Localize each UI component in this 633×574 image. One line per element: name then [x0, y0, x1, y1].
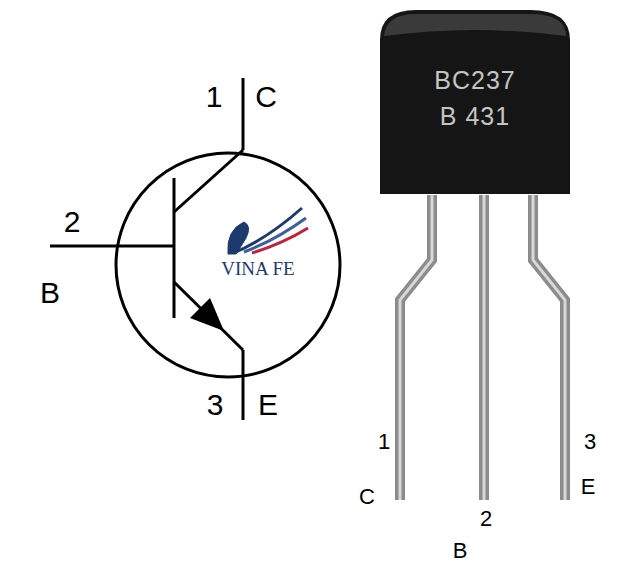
transistor-leads: [400, 195, 565, 500]
pin-label: 2: [64, 207, 81, 237]
pin-label: 1: [206, 82, 223, 112]
pin-label: C: [359, 486, 375, 508]
pin-label: E: [258, 390, 278, 420]
watermark-logo: [228, 208, 308, 254]
part-marking: B 431: [380, 104, 570, 129]
pin-label: 2: [480, 508, 492, 530]
npn-symbol: [50, 78, 340, 420]
pin-label: B: [40, 278, 60, 308]
pin-label: B: [453, 540, 468, 562]
pin-label: 3: [207, 390, 224, 420]
pin-label: 1: [378, 431, 390, 453]
pin-label: E: [581, 476, 596, 498]
transistor-package: BC237 B 431: [380, 6, 570, 198]
pin-label: C: [255, 82, 277, 112]
emitter-arrow: [190, 298, 224, 331]
transistor-body: [380, 6, 570, 198]
pin-label: 3: [584, 431, 596, 453]
watermark: VINA FE: [221, 259, 294, 278]
part-marking: BC237: [380, 68, 570, 93]
